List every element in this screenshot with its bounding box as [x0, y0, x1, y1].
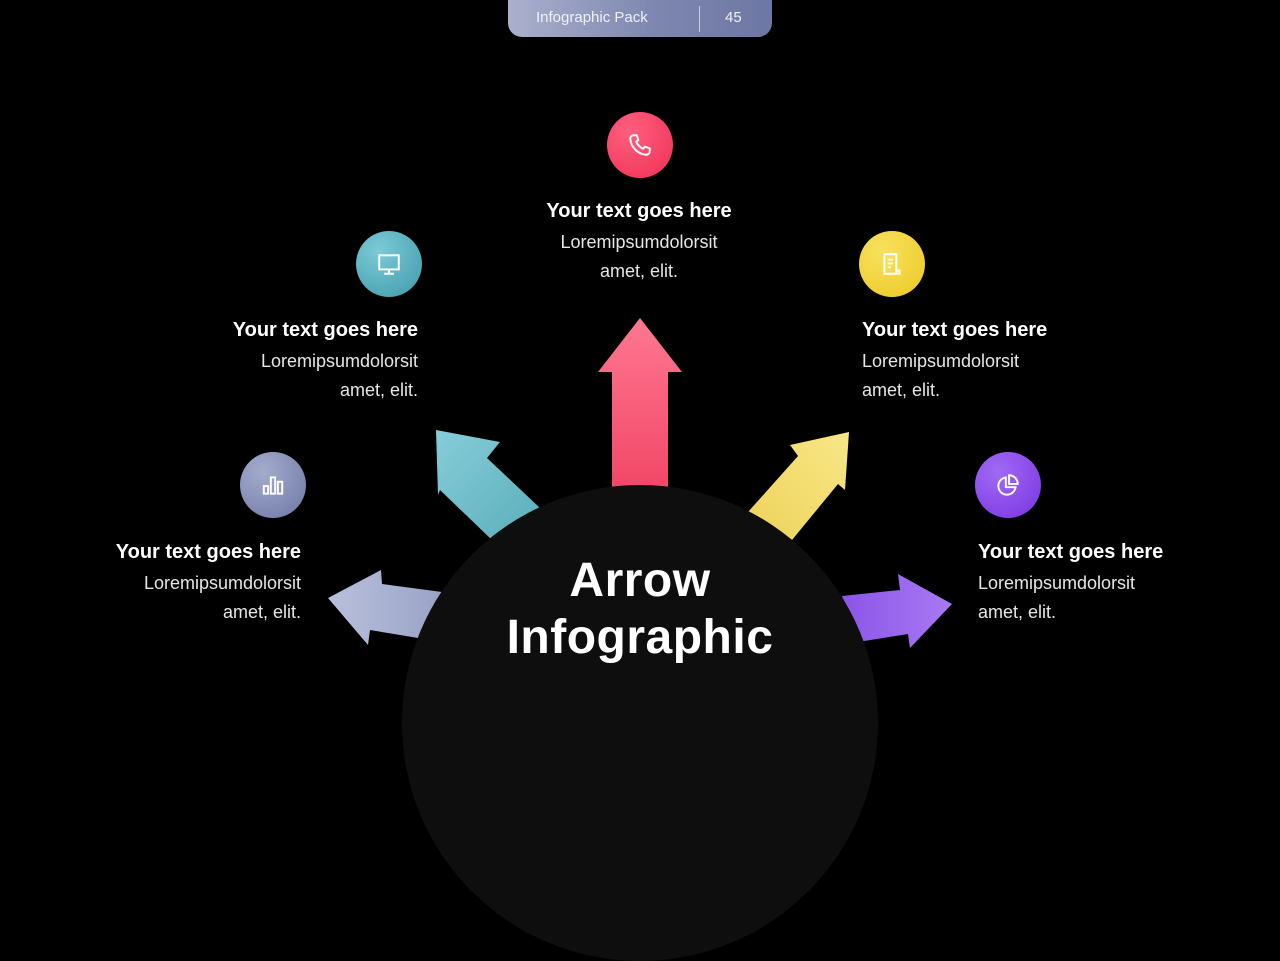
- item-heading: Your text goes here: [115, 541, 301, 563]
- phone-icon: [629, 134, 651, 156]
- monitor-icon: [378, 254, 400, 275]
- icon-circle-lower-left: [240, 452, 306, 518]
- item-body-line2: amet, elit.: [862, 380, 941, 400]
- item-body-line2: amet, elit.: [978, 602, 1057, 622]
- header-title: Infographic Pack: [536, 9, 648, 26]
- item-body-line1: Loremipsumdolorsit: [978, 573, 1136, 593]
- page-number: 45: [725, 9, 742, 26]
- hub-title-line2: Infographic: [506, 611, 774, 664]
- arrow-top: [598, 318, 682, 490]
- document-icon: [883, 253, 901, 275]
- icon-circle-upper-right: [859, 231, 925, 297]
- item-body-line2: amet, elit.: [222, 602, 301, 622]
- item-heading: Your text goes here: [862, 319, 1048, 341]
- bar-chart-icon: [262, 476, 284, 495]
- pie-chart-icon: [997, 474, 1019, 496]
- item-body: Loremipsumdolorsit amet, elit.: [519, 228, 759, 286]
- item-body: Loremipsumdolorsit amet, elit.: [862, 347, 1102, 405]
- item-upper-right: Your text goes here Loremipsumdolorsit a…: [862, 317, 1102, 405]
- item-heading: Your text goes here: [978, 541, 1164, 563]
- item-body: Loremipsumdolorsit amet, elit.: [978, 569, 1218, 627]
- icon-circle-upper-left: [356, 231, 422, 297]
- arrow-upper-left: [436, 430, 540, 540]
- icon-circle-lower-right: [975, 452, 1041, 518]
- item-body-line2: amet, elit.: [599, 261, 679, 281]
- arrow-lower-right: [842, 574, 952, 648]
- item-lower-right: Your text goes here Loremipsumdolorsit a…: [978, 539, 1218, 627]
- header-tab: Infographic Pack 45: [508, 0, 772, 37]
- arrows-layer: [328, 318, 952, 648]
- item-body: Loremipsumdolorsit amet, elit.: [61, 569, 301, 627]
- item-body-line1: Loremipsumdolorsit: [560, 232, 718, 252]
- item-body-line1: Loremipsumdolorsit: [143, 573, 301, 593]
- item-top: Your text goes here Loremipsumdolorsit a…: [519, 198, 759, 286]
- header-divider: [699, 6, 700, 32]
- item-heading: Your text goes here: [232, 319, 418, 341]
- item-upper-left: Your text goes here Loremipsumdolorsit a…: [178, 317, 418, 405]
- hub-title-line1: Arrow: [569, 554, 711, 607]
- item-lower-left: Your text goes here Loremipsumdolorsit a…: [61, 539, 301, 627]
- item-body-line2: amet, elit.: [339, 380, 418, 400]
- item-body-line1: Loremipsumdolorsit: [260, 351, 418, 371]
- icon-circle-top: [607, 112, 673, 178]
- arrow-upper-right: [748, 432, 849, 540]
- item-heading: Your text goes here: [546, 200, 732, 222]
- hub-title: Arrow Infographic: [440, 552, 840, 666]
- arrow-lower-left: [328, 570, 442, 645]
- item-body: Loremipsumdolorsit amet, elit.: [178, 347, 418, 405]
- item-body-line1: Loremipsumdolorsit: [862, 351, 1020, 371]
